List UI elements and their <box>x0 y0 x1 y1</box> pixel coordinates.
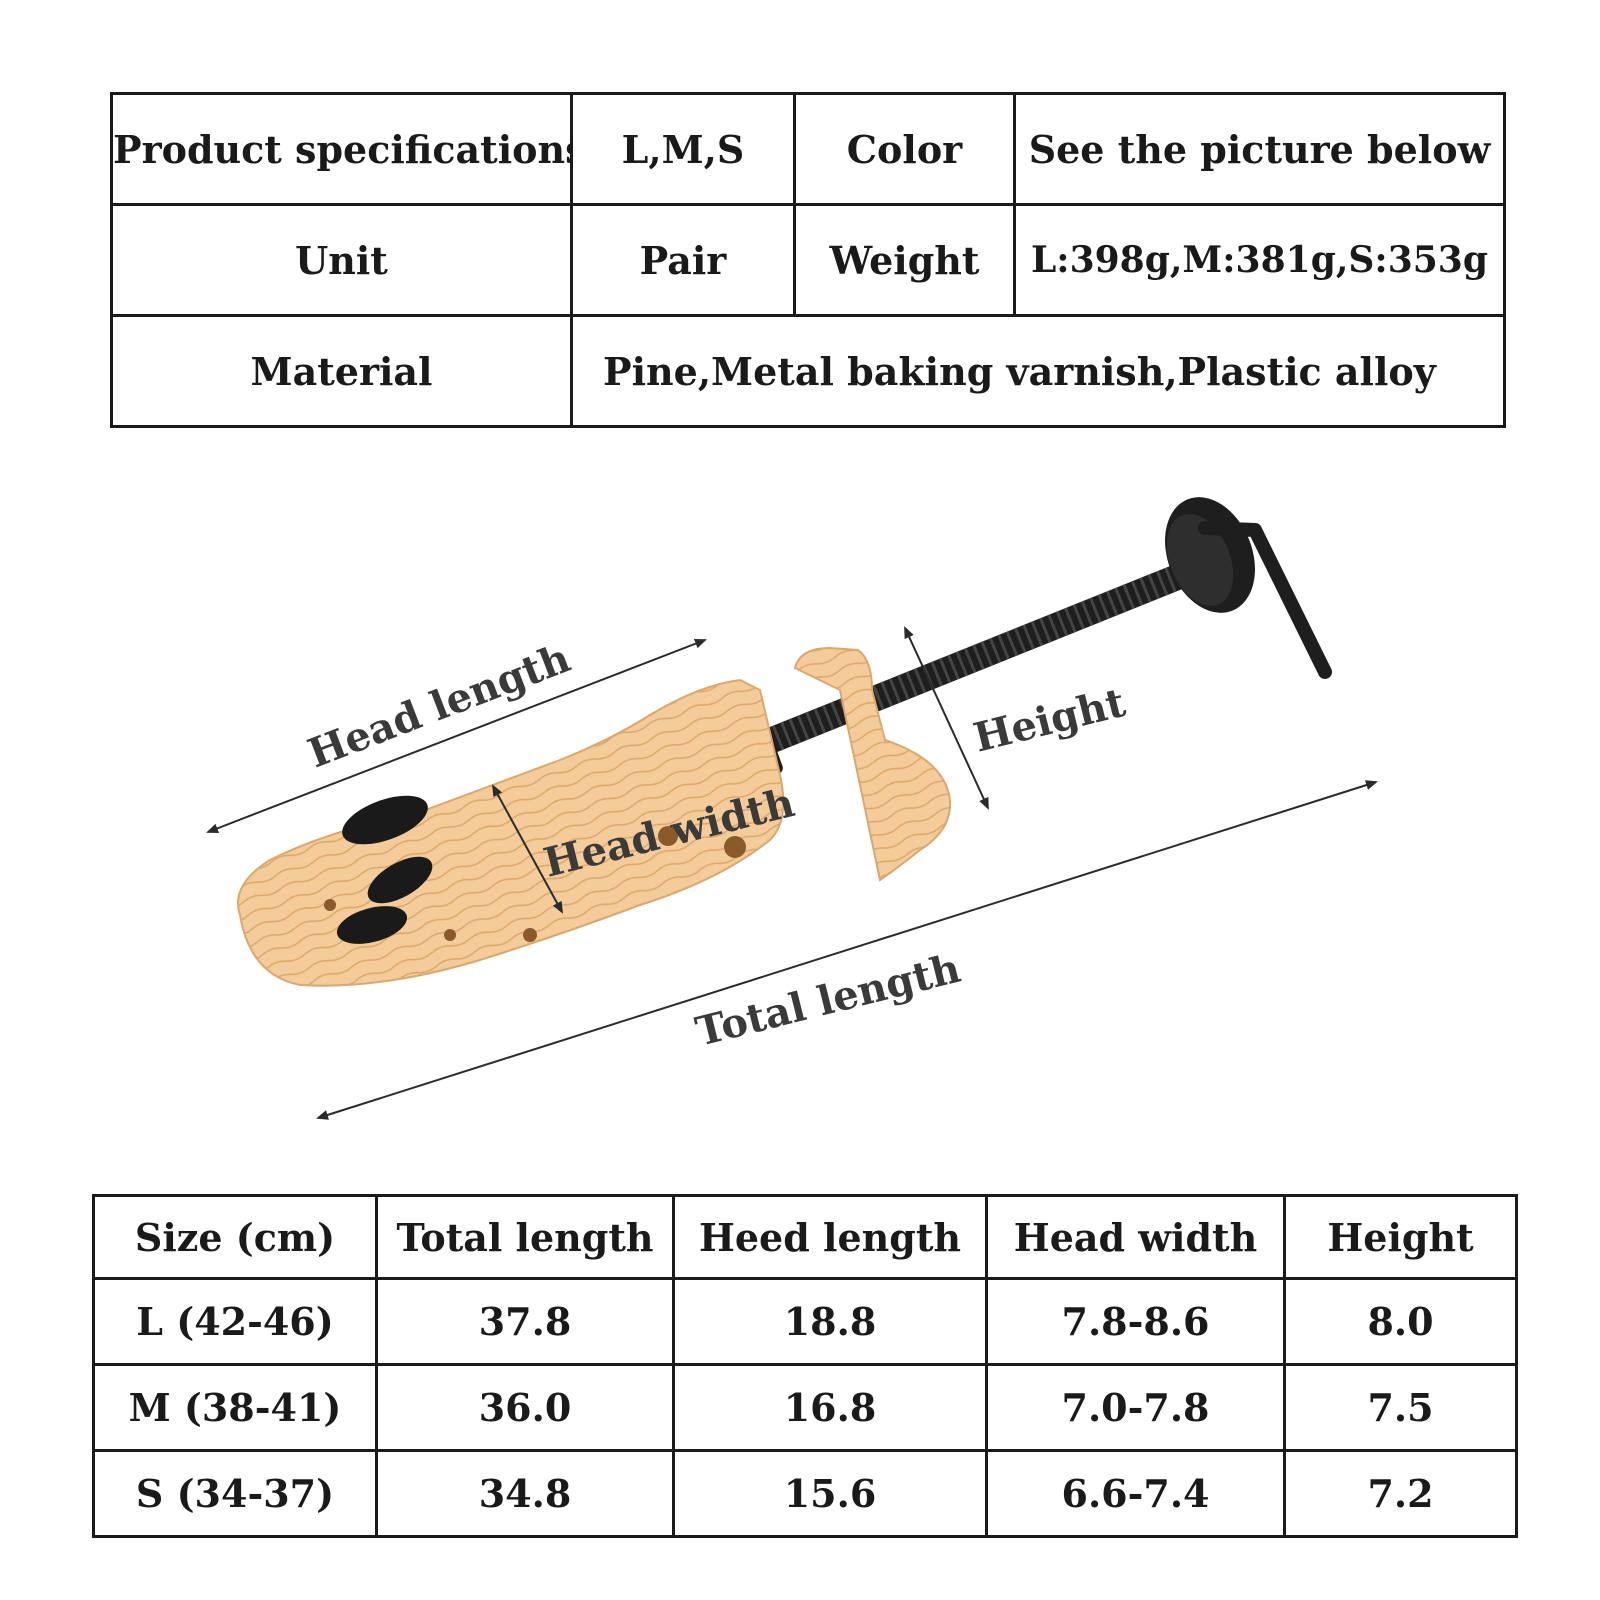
table-row: S (34-37) 34.8 15.6 6.6-7.4 7.2 <box>92 1449 1518 1538</box>
value-cell: 7.0-7.8 <box>985 1363 1286 1452</box>
spec-row: Unit Pair Weight L:398g,M:381g,S:353g <box>110 203 1506 317</box>
total-length-arrow <box>316 780 1378 1120</box>
value-cell: 15.6 <box>672 1449 988 1538</box>
spec-cell-value: Pair <box>570 203 796 317</box>
size-table: Size (cm) Total length Heed length Head … <box>92 1194 1518 1538</box>
value-cell: 18.8 <box>672 1277 988 1366</box>
value-cell: 7.2 <box>1283 1449 1518 1538</box>
spec-cell-label: Color <box>793 92 1016 206</box>
spec-cell-label: Unit <box>110 203 573 317</box>
column-header: Size (cm) <box>92 1194 378 1280</box>
spec-row: Product specifications L,M,S Color See t… <box>110 92 1506 206</box>
total-length-label: Total length <box>691 945 965 1056</box>
spec-cell-value: Pine,Metal baking varnish,Plastic alloy <box>570 314 1506 428</box>
size-cell: S (34-37) <box>92 1449 378 1538</box>
value-cell: 8.0 <box>1283 1277 1518 1366</box>
value-cell: 37.8 <box>375 1277 675 1366</box>
column-header: Total length <box>375 1194 675 1280</box>
spec-cell-label: Weight <box>793 203 1016 317</box>
value-cell: 34.8 <box>375 1449 675 1538</box>
adjustment-knob-icon <box>1165 497 1255 613</box>
size-cell: L (42-46) <box>92 1277 378 1366</box>
spec-cell-value: L,M,S <box>570 92 796 206</box>
size-cell: M (38-41) <box>92 1363 378 1452</box>
value-cell: 16.8 <box>672 1363 988 1452</box>
dimension-arrows <box>206 626 1378 1120</box>
column-header: Height <box>1283 1194 1518 1280</box>
size-table-header-row: Size (cm) Total length Heed length Head … <box>92 1194 1518 1280</box>
spec-row: Material Pine,Metal baking varnish,Plast… <box>110 314 1506 428</box>
spec-cell-label: Material <box>110 314 573 428</box>
spec-cell-value: See the picture below <box>1013 92 1506 206</box>
value-cell: 6.6-7.4 <box>985 1449 1286 1538</box>
value-cell: 36.0 <box>375 1363 675 1452</box>
height-label: Height <box>969 679 1130 762</box>
hex-key-icon <box>1198 521 1332 679</box>
value-cell: 7.8-8.6 <box>985 1277 1286 1366</box>
head-length-arrow <box>206 638 707 834</box>
table-row: M (38-41) 36.0 16.8 7.0-7.8 7.5 <box>92 1363 1518 1452</box>
spec-table: Product specifications L,M,S Color See t… <box>110 92 1506 428</box>
column-header: Head width <box>985 1194 1286 1280</box>
height-arrow <box>904 626 989 810</box>
column-header: Heed length <box>672 1194 988 1280</box>
spec-cell-value: L:398g,M:381g,S:353g <box>1013 203 1506 317</box>
table-row: L (42-46) 37.8 18.8 7.8-8.6 8.0 <box>92 1277 1518 1366</box>
value-cell: 7.5 <box>1283 1363 1518 1452</box>
spec-cell-label: Product specifications <box>110 92 573 206</box>
